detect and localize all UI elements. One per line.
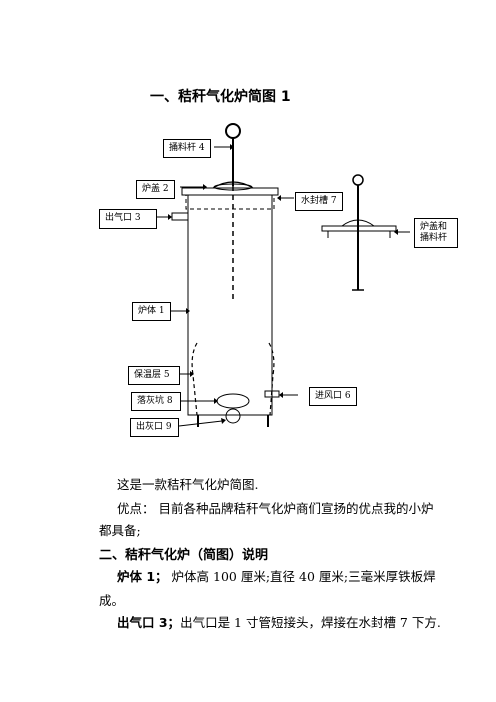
gas-outlet-pipe [171,212,189,221]
section-heading: 二、秸秆气化炉（简图）说明 [99,548,269,563]
paragraph-advantages-line1: 优点： 目前各种品牌秸秆气化炉商们宣扬的优点我的小炉 [117,501,434,516]
air-inlet-pipe [264,390,280,398]
insulation-right [268,342,275,416]
label-feed-rod: 捅料杆 4 [163,139,211,158]
label-ash-outlet: 出灰口 9 [130,418,179,437]
paragraph-intro: 这是一款秸秆气化炉简图. [117,477,259,492]
label-body: 炉体 1 [132,302,171,321]
furnace-body [187,194,273,416]
lid-dome [212,181,254,189]
gasifier-diagram [157,123,410,427]
term-body: 炉体 1； [117,569,168,584]
insulation-left [191,342,198,416]
label-air-inlet: 进风口 6 [309,387,357,406]
label-lid-and-rod: 炉盖和 捅料杆 [414,218,458,248]
label-insulation: 保温层 5 [128,366,180,385]
paragraph-body-line2: 成。 [99,593,125,608]
side-lid-plate [321,225,397,232]
label-water-seal: 水封槽 7 [295,192,343,211]
feed-rod-ring [225,123,241,139]
water-seal-rim [181,187,279,196]
side-lid-dome [341,219,375,227]
outlet-description: 出气口是 1 寸管短接头，焊接在水封槽 7 下方. [180,615,441,630]
term-gas-outlet: 出气口 3； [117,615,181,630]
label-ash-pit: 落灰坑 8 [131,392,181,411]
side-rod-ring [352,174,364,186]
paragraph-advantages-line2: 都具备; [99,523,141,538]
label-gas-outlet: 出气口 3 [99,209,157,229]
body-description: 炉体高 100 厘米;直径 40 厘米;三毫米厚铁板焊 [167,569,436,584]
ash-outlet-circle [225,408,241,424]
grate [216,393,250,409]
label-lid: 炉盖 2 [136,180,175,199]
paragraph-body-line1: 炉体 1； 炉体高 100 厘米;直径 40 厘米;三毫米厚铁板焊 [117,566,436,588]
page-title: 一、秸秆气化炉简图 1 [150,89,291,105]
paragraph-outlet: 出气口 3；出气口是 1 寸管短接头，焊接在水封槽 7 下方. [117,612,441,634]
